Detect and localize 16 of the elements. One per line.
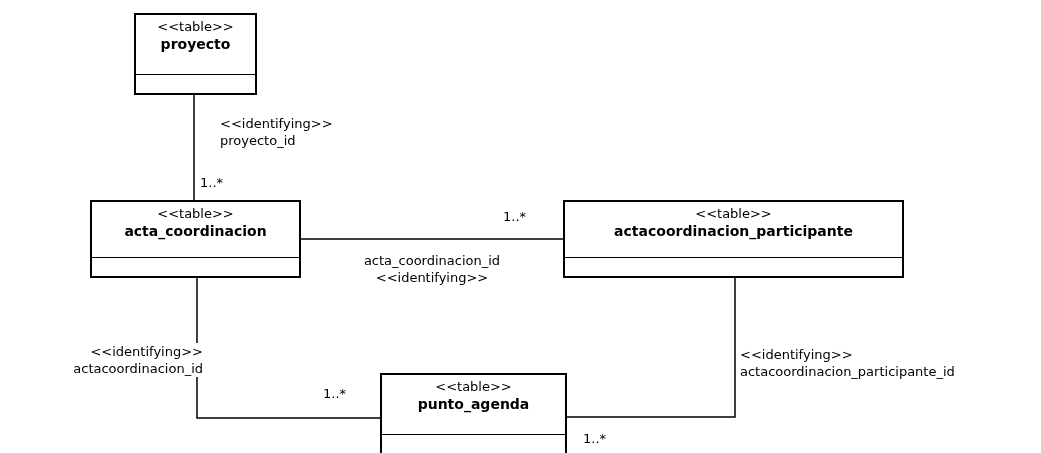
stereotype-text: <<table>> [157, 205, 234, 222]
stereotype-text: <<table>> [157, 18, 234, 35]
table-name: acta_coordinacion [124, 222, 267, 240]
stereotype-text: <<table>> [435, 378, 512, 395]
table-box [563, 200, 904, 278]
table-name: actacoordinacion_participante [614, 222, 853, 240]
connector-line [566, 277, 736, 418]
connector-line [193, 94, 195, 201]
table-name: proyecto [160, 35, 231, 53]
table-box [380, 373, 567, 453]
stereotype-text: <<table>> [695, 205, 772, 222]
table-box [134, 13, 257, 95]
connector-line [300, 238, 564, 240]
table-name: punto_agenda [417, 395, 530, 413]
table-box [90, 200, 301, 278]
connector-line [196, 277, 381, 419]
